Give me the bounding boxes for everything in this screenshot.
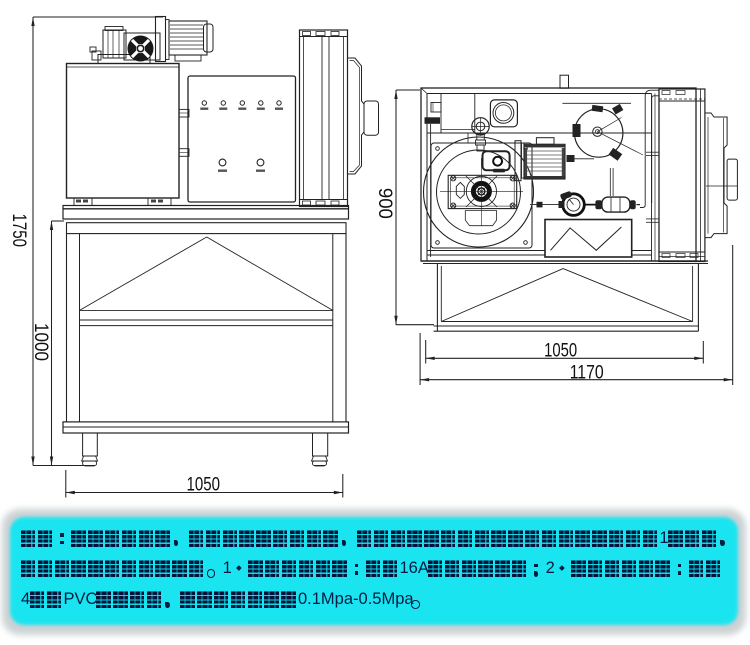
svg-text:1750: 1750 [8,214,30,248]
svg-text:1050: 1050 [187,474,221,496]
svg-text:1170: 1170 [570,362,604,384]
svg-text:1050: 1050 [544,340,577,362]
svg-text:900: 900 [374,188,396,219]
svg-text:1000: 1000 [30,323,52,361]
